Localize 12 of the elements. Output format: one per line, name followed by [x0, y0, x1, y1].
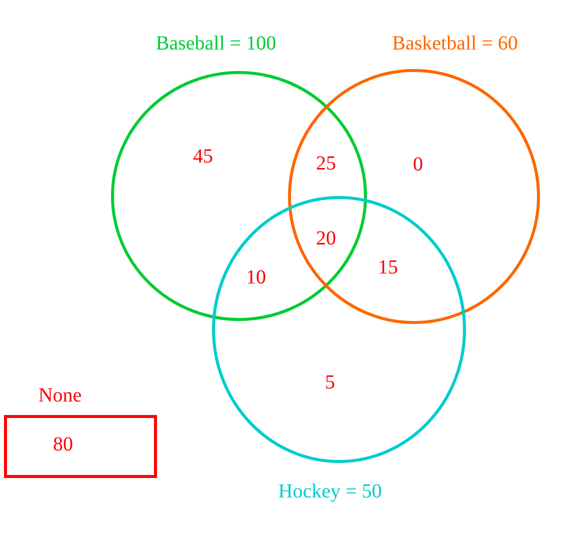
category-label: None [38, 384, 82, 408]
region-count: 20 [316, 228, 336, 250]
region-count: 10 [246, 266, 266, 290]
set-label: Basketball = 60 [392, 32, 518, 56]
region-count: 45 [193, 146, 213, 168]
set-label: Hockey = 50 [278, 480, 382, 504]
region-count: 15 [378, 256, 398, 280]
region-count: 0 [413, 154, 423, 176]
count-label: 80 [53, 434, 73, 456]
region-count: 5 [325, 372, 335, 394]
set-label: Baseball = 100 [156, 32, 276, 56]
region-count: 25 [316, 152, 336, 176]
